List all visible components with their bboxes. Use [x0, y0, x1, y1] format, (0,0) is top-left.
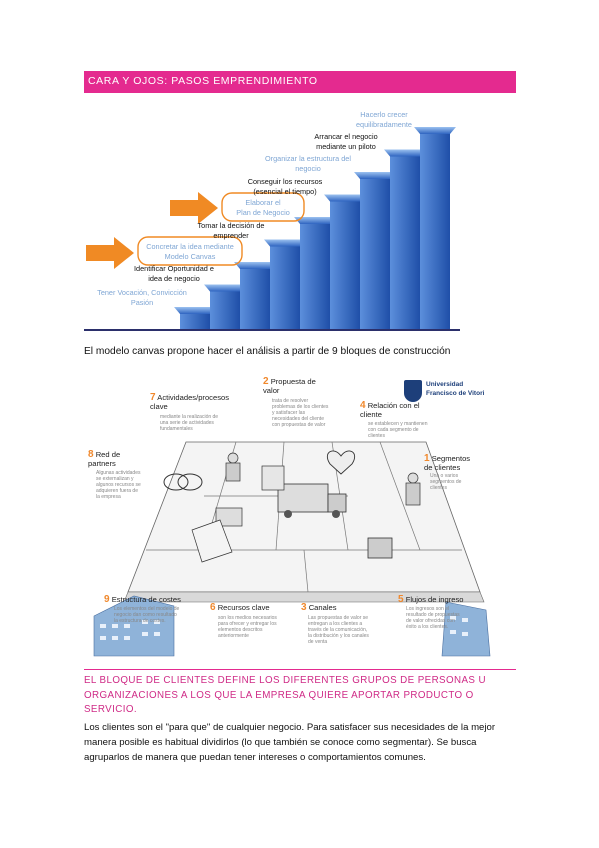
arrow-icon	[86, 237, 134, 269]
stair-riser	[390, 156, 420, 330]
stair-riser	[210, 291, 240, 330]
block-number: 9	[104, 594, 110, 605]
stair-step	[234, 262, 276, 269]
step-label: Conseguir los recursos (esencial el tiem…	[247, 177, 323, 196]
building-icon	[93, 595, 175, 657]
block-title: Estructura de costes	[111, 595, 181, 604]
block-description: Una o varios segmentos de clientes	[430, 473, 462, 491]
body-paragraph: Los clientes son el "para que" de cualqu…	[84, 722, 496, 763]
stair-riser	[300, 224, 330, 330]
block-number: 7	[150, 392, 156, 403]
university-logo: Universidad Francisco de Vitori	[404, 378, 490, 404]
building-icon	[441, 601, 491, 657]
canvas-block: 2 Propuesta de valor	[263, 376, 363, 396]
block-description: trata de resolver problemas de los clien…	[272, 398, 329, 428]
stair-riser	[240, 269, 270, 330]
step-label: Arrancar el negocio mediante un piloto	[314, 132, 378, 151]
stair-step	[354, 172, 396, 179]
step-label: Tener Vocación, Convicción Pasión	[97, 288, 187, 307]
staircase-diagram: Tener Vocación, Convicción Pasión Identi…	[84, 97, 460, 331]
stair-step	[294, 217, 336, 224]
stair-riser	[360, 179, 390, 330]
canvas-block: 4 Relación con el cliente	[360, 400, 440, 420]
step-label: Elaborar el Plan de Negocio	[236, 198, 290, 217]
block-number: 2	[263, 376, 269, 387]
canvas-block: 1 Segmentos de clientes	[424, 453, 492, 473]
block-description: se establecen y mantienen con cada segme…	[368, 421, 428, 439]
stair-step	[174, 307, 216, 314]
step-label: Organizar la estructura del negocio	[265, 154, 351, 173]
stair-step	[204, 284, 246, 292]
block-description: Las propuestas de valor se entregan a lo…	[308, 615, 369, 645]
block-title: Red de partners	[88, 450, 121, 468]
block-number: 3	[301, 602, 307, 613]
cash-register-icon	[367, 537, 393, 559]
canvas-illustration	[93, 441, 491, 657]
arrow-icon	[170, 192, 218, 224]
block-title: Relación con el cliente	[360, 401, 420, 419]
block-number: 4	[360, 400, 366, 411]
stair-riser	[330, 201, 360, 330]
canvas-block: 9 Estructura de costes	[104, 594, 214, 605]
stair-step	[324, 194, 366, 202]
section-header-title: CARA Y OJOS: PASOS EMPRENDIMIENTO	[88, 75, 318, 87]
block-description: son los medios necesarios para ofrecer y…	[218, 615, 277, 639]
block-title: Segmentos de clientes	[424, 454, 471, 472]
person-icon	[407, 472, 419, 484]
block-number: 6	[210, 602, 216, 613]
heart-icon	[326, 450, 356, 475]
stair-riser	[270, 246, 300, 330]
staircase-graphic	[84, 127, 460, 331]
step-label: Identificar Oportunidad e idea de negoci…	[134, 264, 214, 283]
stair-riser	[420, 134, 450, 330]
step-label: Hacerlo crecer equilibradamente	[356, 110, 412, 129]
block-description: Los elementos del modelo de negocio dan …	[114, 606, 180, 624]
block-title: Propuesta de valor	[263, 377, 316, 395]
logo-line-2: Francisco de Vitori	[426, 390, 485, 397]
person-icon	[227, 452, 239, 464]
canvas-intro-text: El modelo canvas propone hacer el anális…	[84, 346, 451, 357]
logo-line-1: Universidad	[426, 381, 464, 388]
block-title: Flujos de ingreso	[405, 595, 464, 604]
step-label: Concretar la idea mediante Modelo Canvas	[146, 242, 234, 261]
step-label: Tomar la decisión de emprender	[197, 221, 265, 240]
block-number: 1	[424, 453, 430, 464]
receipt-icon	[191, 519, 233, 563]
shield-icon	[404, 380, 422, 402]
stair-step	[264, 239, 306, 247]
canvas-block: 3 Canales	[301, 602, 371, 613]
canvas-block: 6 Recursos clave	[210, 602, 300, 613]
highlight-box	[137, 236, 243, 266]
block-description: Los ingresos son el resultado de propues…	[406, 606, 460, 630]
truck-icon	[277, 483, 329, 513]
section-divider	[84, 669, 516, 670]
business-model-canvas: Universidad Francisco de Vitori 2 Propue…	[86, 370, 492, 658]
factory-icon	[215, 507, 243, 527]
stair-step	[414, 127, 456, 134]
section-header-bar: CARA Y OJOS: PASOS EMPRENDIMIENTO	[84, 71, 516, 93]
block-number: 5	[398, 594, 404, 605]
chain-icon	[163, 473, 189, 491]
canvas-block: 7 Actividades/procesos clave	[150, 392, 250, 412]
block-number: 8	[88, 449, 94, 460]
block-title: Canales	[308, 603, 337, 612]
block-title: Actividades/procesos clave	[150, 393, 230, 411]
block-title: Recursos clave	[217, 603, 270, 612]
canvas-block: 8 Red de partners	[88, 449, 148, 469]
block-description: Algunas actividades se externalizan y al…	[96, 470, 141, 500]
block-description: mediante la realización de una serie de …	[160, 414, 219, 432]
section-heading: EL BLOQUE DE CLIENTES DEFINE LOS DIFEREN…	[84, 675, 486, 715]
canvas-block: 5 Flujos de ingreso	[398, 594, 492, 605]
stair-step	[384, 149, 426, 157]
gift-icon	[261, 465, 285, 491]
highlight-box	[221, 192, 305, 222]
stair-riser	[180, 314, 210, 330]
